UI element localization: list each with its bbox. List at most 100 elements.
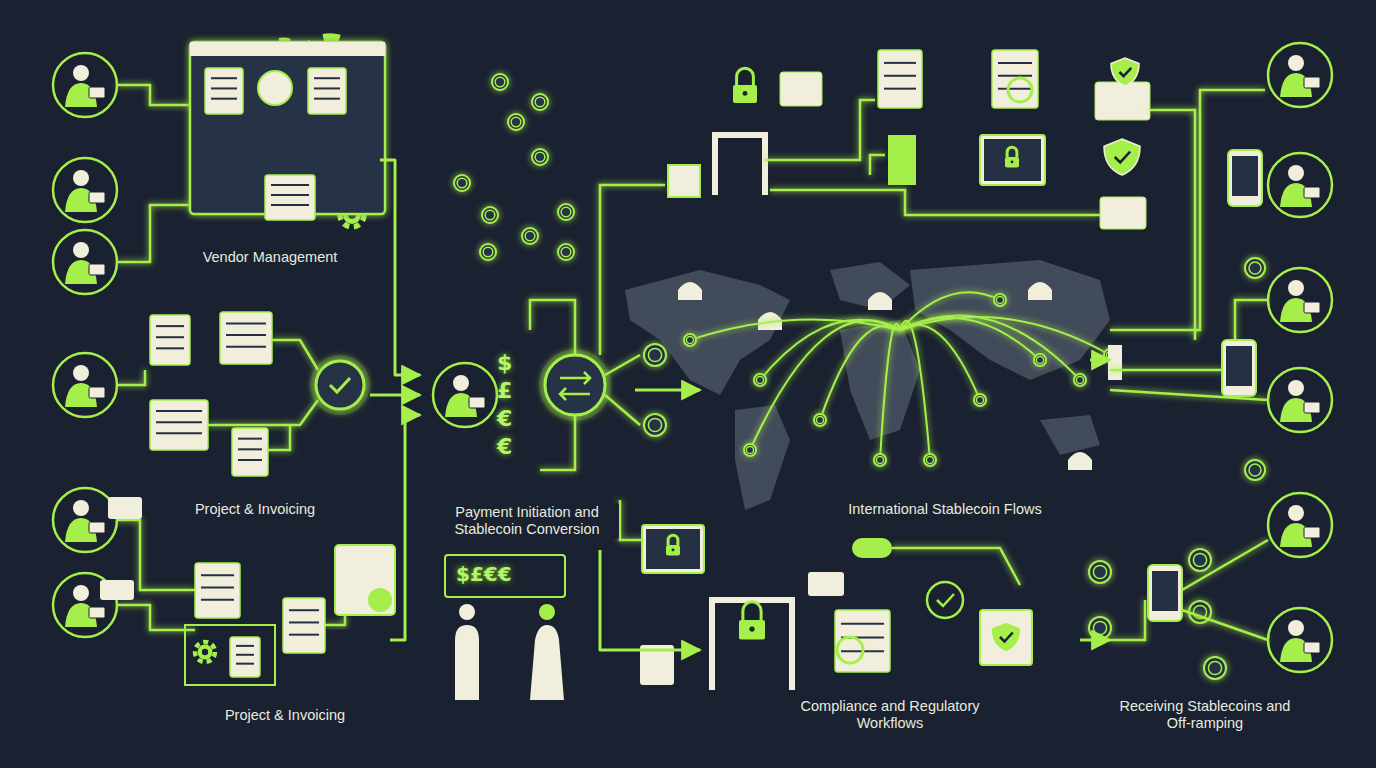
- currency-symbol: $£€€: [456, 564, 512, 584]
- speech-bubble: [100, 580, 134, 600]
- document-icon: [992, 50, 1038, 108]
- stage-region: Project & Invoicing: [40, 298, 370, 526]
- speech-bubble: [808, 572, 844, 596]
- gate-icon: [715, 135, 765, 195]
- magnifier: [1008, 78, 1032, 102]
- stage-caption: Payment Initiation and Stablecoin Conver…: [436, 503, 619, 540]
- flow-arc: [880, 324, 900, 460]
- coin-icon: [744, 444, 756, 456]
- stage-caption: Project & Invoicing: [221, 706, 349, 725]
- coin-icon: [924, 454, 936, 466]
- coin-icon: [644, 344, 666, 366]
- wire: [385, 149, 395, 152]
- currency-symbol: £: [497, 380, 512, 402]
- document-icon: [205, 68, 243, 114]
- profile-card: [335, 545, 395, 615]
- flow-arc: [900, 321, 930, 460]
- flow-connector: [635, 389, 700, 392]
- shield-icon: [1111, 58, 1139, 86]
- landmark-icon: [1028, 282, 1052, 300]
- flow-arc: [820, 326, 900, 420]
- stage-region: Compliance and Regulatory Workflows: [700, 562, 1080, 740]
- flow-arc: [900, 292, 1000, 330]
- coin-icon: [644, 414, 666, 436]
- document-icon: [150, 400, 208, 450]
- id-card: [1095, 82, 1150, 120]
- document-icon: [230, 637, 260, 677]
- check-badge: [368, 588, 392, 612]
- wire: [922, 77, 985, 80]
- person-icon: [53, 230, 117, 294]
- flow-connector: [380, 160, 420, 375]
- flow-connector: [390, 415, 420, 640]
- coin-icon: [480, 244, 496, 260]
- phone-icon: [1148, 565, 1182, 621]
- building-icon: [668, 165, 700, 197]
- id-card: [1100, 197, 1146, 229]
- wire: [770, 190, 1100, 215]
- coin-icon: [1189, 549, 1211, 571]
- screen-icon: [980, 135, 1045, 185]
- wire: [1182, 610, 1268, 640]
- person-icon: [1268, 368, 1332, 432]
- wire: [704, 547, 865, 550]
- document-icon: [835, 610, 890, 672]
- lock-icon: [733, 68, 757, 103]
- wire: [117, 205, 190, 262]
- person-icon: [1268, 153, 1332, 217]
- person-icon: [1268, 268, 1332, 332]
- person-icon: [53, 488, 117, 552]
- landmass: [830, 262, 910, 310]
- flow-connector: [370, 394, 420, 397]
- coin-icon: [684, 334, 696, 346]
- stage-caption: Project & Invoicing: [191, 500, 319, 519]
- gate-icon: [712, 600, 792, 690]
- coin-icon: [454, 175, 470, 191]
- coin-icon: [558, 244, 574, 260]
- landmark-icon: [868, 292, 892, 310]
- avatar-icon: [258, 71, 292, 105]
- screen-icon: [642, 525, 704, 573]
- person-head: [539, 604, 555, 620]
- person-icon: [53, 158, 117, 222]
- flow-arc: [900, 317, 1110, 355]
- wire: [892, 548, 1020, 585]
- wire: [208, 400, 318, 425]
- shield-icon: [991, 622, 1021, 652]
- person-icon: [53, 53, 117, 117]
- coin-icon: [1245, 460, 1265, 480]
- coin-icon: [492, 74, 508, 90]
- wire: [117, 520, 195, 590]
- wire: [1110, 600, 1145, 640]
- person-figure: [530, 625, 564, 700]
- stage-region: Project & Invoicing: [40, 540, 390, 740]
- stage-region: Payment Initiation and Stablecoin Conver…: [420, 320, 635, 550]
- currency-symbol: €: [497, 436, 512, 458]
- wire: [605, 395, 640, 425]
- wire: [117, 189, 190, 192]
- wire: [240, 584, 335, 587]
- phone-icon: [1222, 340, 1256, 396]
- wire: [540, 415, 575, 470]
- panel-header: [190, 42, 385, 56]
- landmark-icon: [1068, 452, 1092, 470]
- person-icon: [1268, 43, 1332, 107]
- document-icon: [195, 563, 240, 618]
- person-icon: [433, 363, 497, 427]
- wire: [117, 605, 195, 630]
- wire: [1110, 90, 1265, 330]
- stage-caption: Receiving Stablecoins and Off-ramping: [1114, 697, 1297, 734]
- coin-icon: [558, 204, 574, 220]
- coin-icon: [974, 394, 986, 406]
- flow-connector: [1080, 639, 1110, 642]
- landmass: [1040, 415, 1100, 455]
- id-card: [780, 72, 822, 106]
- coin-icon: [482, 207, 498, 223]
- document-icon: [283, 598, 325, 653]
- wire: [860, 100, 875, 125]
- lock-icon: [739, 602, 765, 640]
- lock-icon: [1005, 147, 1019, 167]
